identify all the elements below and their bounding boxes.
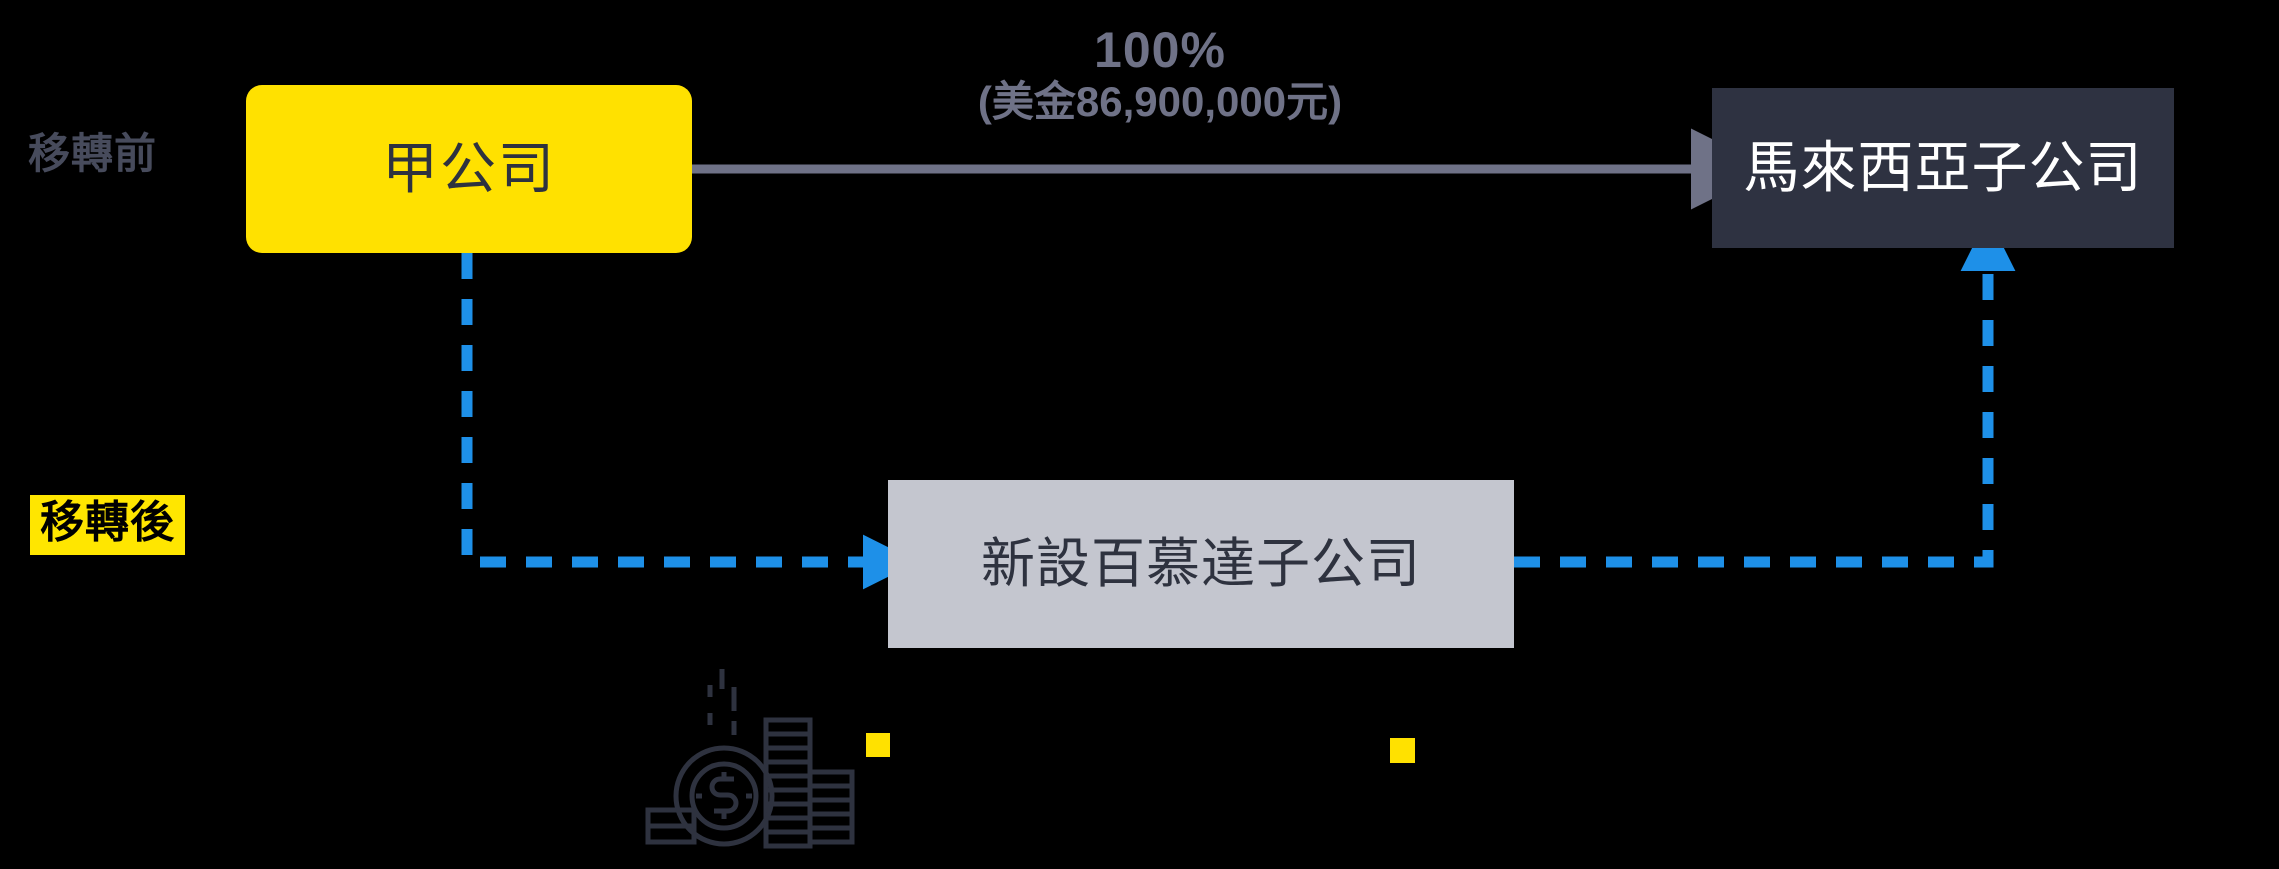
node-parent-company[interactable]: 甲公司 xyxy=(246,85,692,253)
node-parent-company-label: 甲公司 xyxy=(382,137,556,200)
edge-bermuda-to-malaysia xyxy=(1514,216,2016,568)
node-bermuda-subsidiary-label: 新設百慕達子公司 xyxy=(981,534,1421,594)
edge-parent-to-bermuda xyxy=(461,253,918,590)
yellow-square-marker-2 xyxy=(1390,738,1415,763)
yellow-square-marker-1 xyxy=(866,733,890,757)
stage-label-after: 移轉後 xyxy=(30,495,185,555)
node-malaysia-subsidiary[interactable]: 馬來西亞子公司 xyxy=(1712,88,2174,248)
node-bermuda-subsidiary[interactable]: 新設百慕達子公司 xyxy=(888,480,1514,648)
stage-label-before: 移轉前 xyxy=(28,130,158,177)
money-coins-icon xyxy=(645,669,855,849)
ownership-amount-label: (美金86,900,000元) xyxy=(977,78,1343,125)
node-malaysia-subsidiary-label: 馬來西亞子公司 xyxy=(1743,136,2143,199)
ownership-percent-label: 100% xyxy=(1094,22,1226,78)
edge-label-ownership: 100% (美金86,900,000元) xyxy=(880,22,1440,125)
